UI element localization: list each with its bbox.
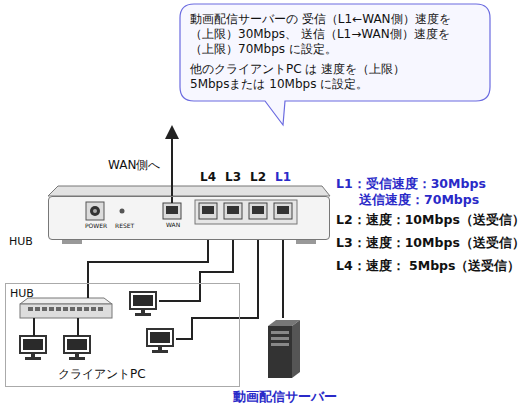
lan-cable	[240, 240, 258, 318]
lan-port	[274, 203, 292, 219]
switch-ports	[28, 307, 104, 313]
lan-port-socket	[252, 206, 264, 214]
server-side	[292, 320, 300, 378]
callout-text: 動画配信サーバーの 受信（L1←WAN側）速度を（上限）30Mbps、 送信（L…	[190, 12, 462, 57]
client-wire	[159, 283, 200, 301]
client-wire	[33, 318, 35, 336]
reset-hole	[120, 209, 125, 214]
client-pc	[64, 336, 90, 360]
port-label: L2	[250, 170, 266, 184]
client-wire	[87, 283, 89, 298]
speed-label: L1：受信速度：30Mbps	[336, 176, 486, 193]
power-jack-hole	[90, 206, 100, 216]
router-front	[48, 196, 330, 240]
port-label: L4	[200, 170, 216, 184]
port-label: L3	[225, 170, 241, 184]
callout-bubble: 動画配信サーバーの 受信（L1←WAN側）速度を（上限）30Mbps、 送信（L…	[180, 4, 490, 101]
speed-label: L3：速度：10Mbps（送受信）	[336, 235, 525, 252]
router-foot	[62, 240, 82, 244]
callout-text: 他のクライアントPC は 速度を（上限）5Mbpsまたは 10Mbps に設定。	[190, 62, 480, 92]
port-caption: POWER	[85, 222, 107, 229]
server-label: 動画配信サーバー	[225, 388, 345, 406]
server-bay	[271, 337, 289, 340]
lan-port	[249, 203, 267, 219]
callout-outline	[180, 4, 490, 125]
port-label: L1	[275, 170, 291, 184]
hub-label: HUB	[10, 287, 34, 300]
lan-cable	[282, 240, 284, 318]
lan-port-frame	[195, 200, 297, 224]
router-device: HUBPOWERRESETWAN	[48, 196, 330, 240]
client-wire	[77, 318, 79, 336]
server-node: 動画配信サーバー	[225, 318, 345, 408]
lan-port	[199, 203, 217, 219]
speed-label: 送信速度：70Mbps	[359, 192, 479, 209]
power-jack-pin	[93, 209, 97, 213]
client-pc	[20, 336, 46, 360]
lan-port	[224, 203, 242, 219]
port-caption: WAN	[166, 221, 180, 228]
lan-cable	[88, 240, 208, 283]
wan-port-socket	[166, 206, 178, 214]
client-area: HUB クライアントPC	[5, 283, 240, 387]
client-pc	[147, 329, 173, 353]
client-wire	[176, 318, 240, 339]
lan-port-socket	[227, 206, 239, 214]
switch-body	[20, 304, 112, 318]
speed-label: L2：速度：10Mbps（送受信）	[336, 212, 525, 229]
hub-label: HUB	[9, 235, 33, 248]
lan-port-socket	[202, 206, 214, 214]
server-front	[268, 326, 292, 378]
server-bay	[271, 331, 289, 334]
client-pc	[130, 292, 156, 316]
group-label: クライアントPC	[58, 366, 146, 383]
speed-label: L4：速度： 5Mbps（送受信）	[336, 258, 521, 275]
server-bay	[271, 343, 289, 346]
wan-label: WAN側へ	[108, 157, 160, 174]
lan-port-socket	[277, 206, 289, 214]
wan-arrow	[171, 132, 173, 203]
router-foot	[296, 240, 316, 244]
power-jack	[86, 202, 104, 220]
router-top	[48, 186, 330, 196]
port-caption: RESET	[115, 222, 134, 229]
wan-port	[163, 203, 181, 219]
